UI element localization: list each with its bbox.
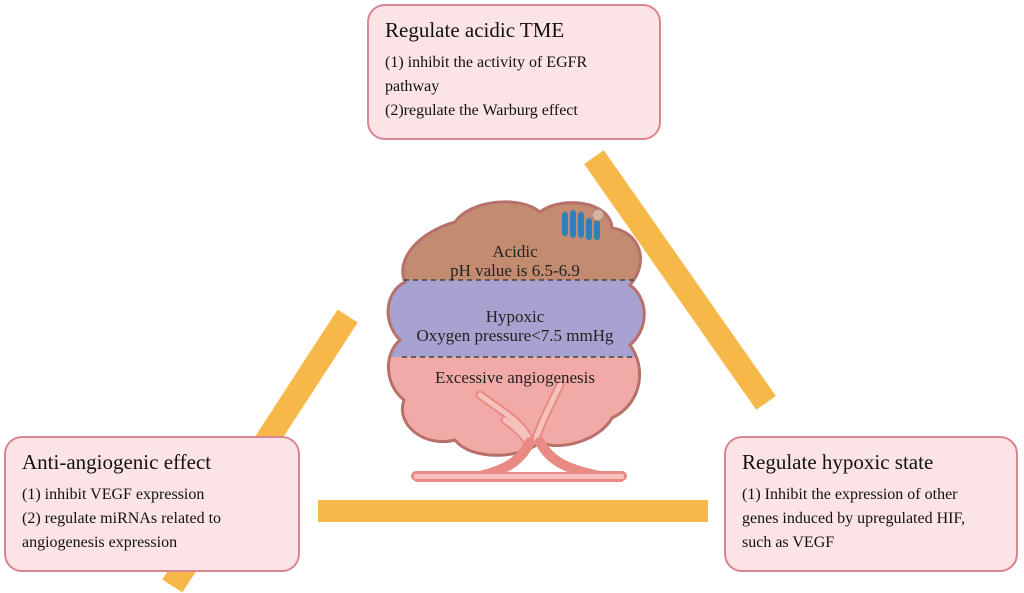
receptor-icon xyxy=(562,208,605,240)
anti-angiogenic-line-1: (1) inhibit VEGF expression xyxy=(22,486,205,504)
angiogenesis-label: Excessive angiogenesis xyxy=(434,368,596,387)
anti-angiogenic-box: Anti-angiogenic effect (1) inhibit VEGF … xyxy=(4,436,300,572)
tumor-illustration xyxy=(386,200,646,482)
acidic-detail: pH value is 6.5-6.9 xyxy=(450,261,580,280)
hypoxic-title: Hypoxic xyxy=(485,307,545,326)
acidic-tme-box: Regulate acidic TME (1) inhibit the acti… xyxy=(367,4,661,140)
acidic-tme-line-1: (1) inhibit the activity of EGFR xyxy=(385,54,588,72)
triangle-bar-bottom xyxy=(318,500,708,522)
hypoxic-detail: Oxygen pressure<7.5 mmHg xyxy=(416,326,614,345)
hypoxic-state-line-1: (1) Inhibit the expression of other xyxy=(742,486,958,504)
acidic-tme-line-3: (2)regulate the Warburg effect xyxy=(385,102,578,120)
hypoxic-state-line-2: genes induced by upregulated HIF, xyxy=(742,510,966,528)
acidic-tme-line-2: pathway xyxy=(385,78,440,96)
acidic-label: Acidic pH value is 6.5-6.9 xyxy=(380,242,650,280)
acidic-title: Acidic xyxy=(492,242,538,261)
anti-angiogenic-title: Anti-angiogenic effect xyxy=(22,450,212,474)
hypoxic-state-box: Regulate hypoxic state (1) Inhibit the e… xyxy=(724,436,1018,572)
hypoxic-state-line-3: such as VEGF xyxy=(742,534,835,552)
anti-angiogenic-line-3: angiogenesis expression xyxy=(22,534,178,552)
anti-angiogenic-line-2: (2) regulate miRNAs related to xyxy=(22,510,222,528)
hypoxic-state-title: Regulate hypoxic state xyxy=(742,450,934,474)
hypoxic-label: Hypoxic Oxygen pressure<7.5 mmHg xyxy=(380,307,650,345)
acidic-tme-title: Regulate acidic TME xyxy=(385,18,565,42)
